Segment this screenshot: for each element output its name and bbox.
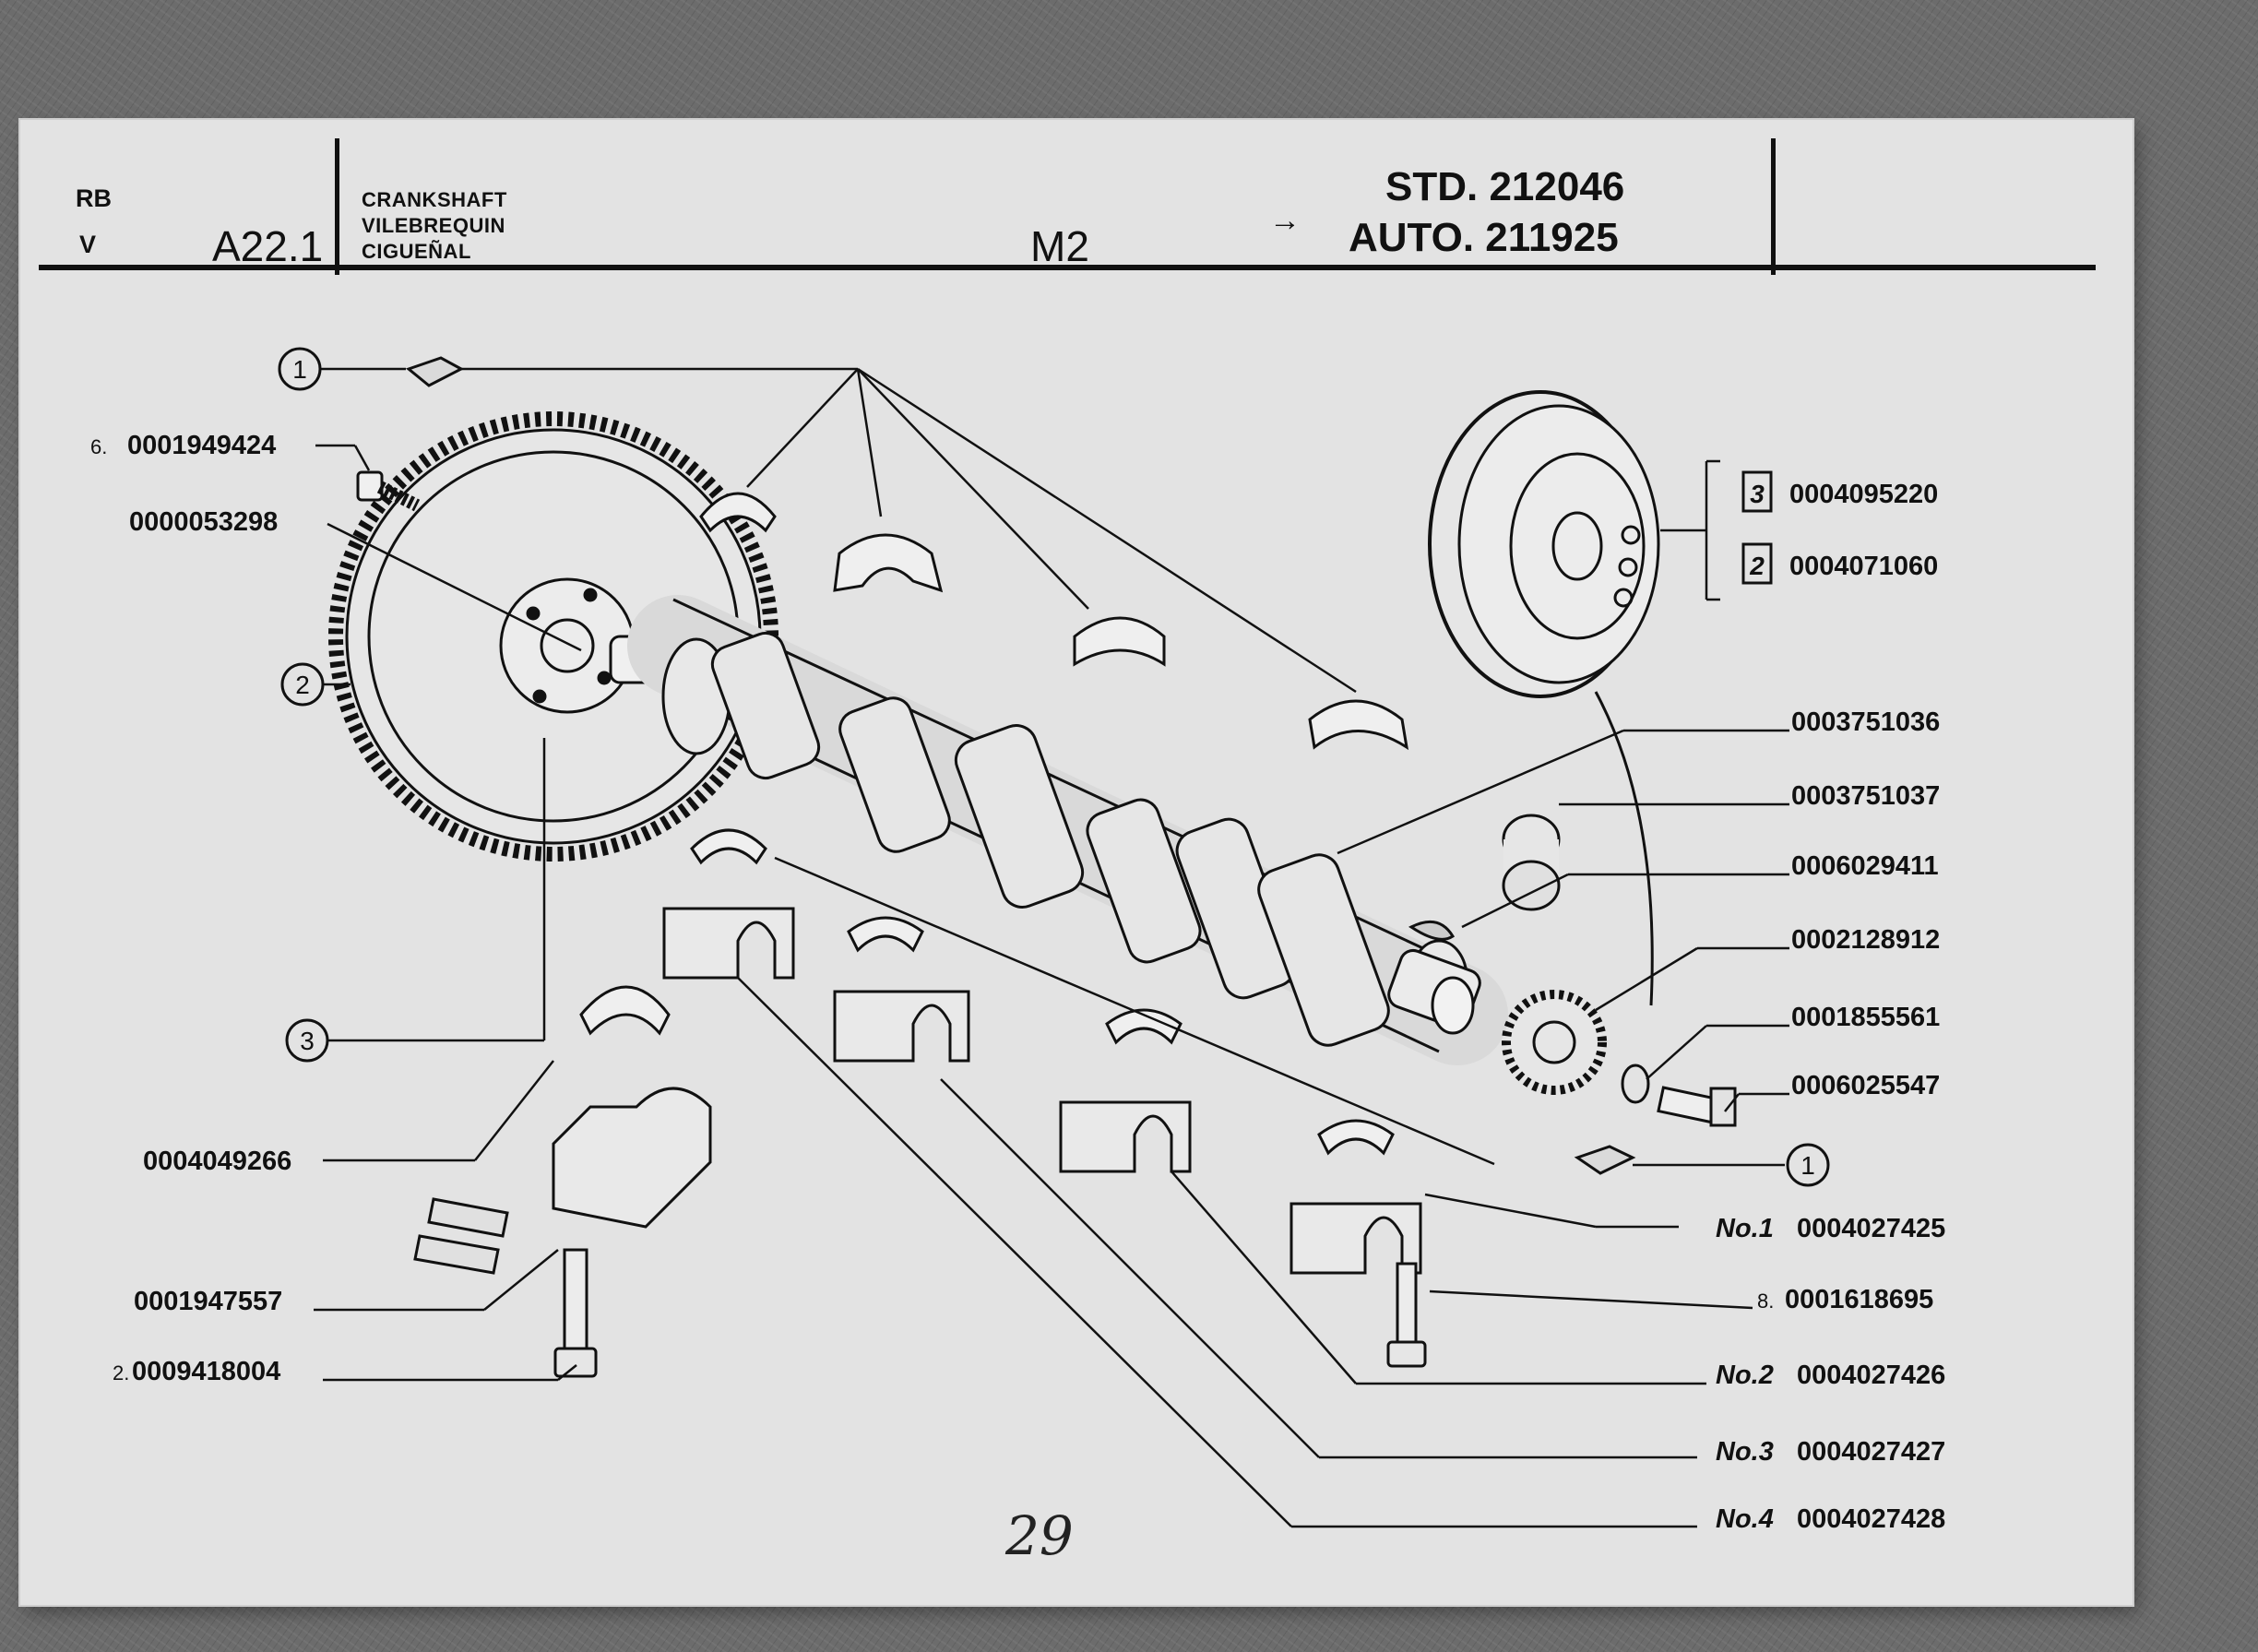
label-cap-bolt-8: 0001618695 <box>1785 1285 1933 1314</box>
page-number: 29 <box>1004 1504 1074 1567</box>
auto-serial: AUTO. 211925 <box>1349 215 1619 260</box>
pulley-variant-3-badge <box>1741 470 1773 513</box>
callout-1b-circle <box>1786 1143 1830 1187</box>
cap3-number: No.3 <box>1716 1437 1774 1467</box>
title-english: CRANKSHAFT <box>362 188 507 211</box>
label-main-cap-2: 0004027426 <box>1797 1361 1945 1390</box>
callout-2: 2 <box>295 671 310 699</box>
callout-3-circle <box>285 1018 329 1063</box>
label-pulley-bolt: 0006025547 <box>1791 1071 1940 1100</box>
label-pulley-variant-3: 0004095220 <box>1789 480 1938 509</box>
label-crankshaft: 0003751036 <box>1791 707 1940 737</box>
callout-3: 3 <box>300 1027 315 1055</box>
std-serial: STD. 212046 <box>1385 164 1625 209</box>
leader-lines <box>314 367 1789 1528</box>
bolt-qty: 6. <box>90 435 107 458</box>
main-bearing-caps <box>662 828 1422 1275</box>
section-code: A22.1 <box>212 222 324 270</box>
cap2-number: No.2 <box>1716 1361 1774 1390</box>
crankshaft-drawing <box>627 595 1508 1065</box>
label-plug: 0003751037 <box>1791 781 1940 811</box>
label-main-cap-4: 0004027428 <box>1797 1504 1945 1534</box>
label-pilot-bushing: 0000053298 <box>129 507 278 537</box>
title-french: VILEBREQUIN <box>362 214 505 237</box>
callout-1a: 1 <box>292 355 307 384</box>
header-code-line2: V <box>79 231 97 258</box>
flywheel-bolt-drawing <box>356 470 421 512</box>
cap1-number: No.1 <box>1716 1214 1774 1243</box>
header-rule <box>39 265 2096 270</box>
header-code-line1: RB <box>76 184 112 212</box>
header-divider-2 <box>1771 138 1776 275</box>
pulley-variant-2-mark: 2 <box>1749 552 1765 580</box>
callout-1b: 1 <box>1800 1151 1815 1180</box>
header-divider-1 <box>335 138 339 275</box>
label-timing-gear: 0002128912 <box>1791 925 1940 955</box>
small-parts-drawing <box>405 356 1737 1175</box>
cap-bolt-qty: 2. <box>113 1361 129 1385</box>
model-code: M2 <box>1030 222 1089 270</box>
drive-belt-line <box>1594 691 1654 1006</box>
label-dowel: 0001947557 <box>134 1287 282 1316</box>
label-thrust-washer: 0004049266 <box>143 1147 291 1176</box>
upper-bearing-shells <box>699 492 1409 751</box>
label-main-cap-1: 0004027425 <box>1797 1214 1945 1243</box>
title-spanish: CIGUEÑAL <box>362 240 471 263</box>
label-main-cap-3: 0004027427 <box>1797 1437 1945 1467</box>
cap4-number: No.4 <box>1716 1504 1774 1534</box>
arrow-icon: → <box>1269 203 1301 238</box>
callout-1a-circle <box>278 347 322 391</box>
pulley-variant-2-badge <box>1741 542 1773 585</box>
label-flywheel-bolt: 0001949424 <box>127 431 276 460</box>
callout-2-circle <box>280 662 325 707</box>
crankshaft-pulley-drawing <box>1428 390 1660 698</box>
label-cap-bolt: 0009418004 <box>132 1357 280 1386</box>
pulley-variant-3-mark: 3 <box>1750 480 1765 508</box>
label-washer: 0001855561 <box>1791 1003 1940 1032</box>
bolt8-qty: 8. <box>1757 1290 1774 1313</box>
label-woodruff-key: 0006029411 <box>1791 851 1939 881</box>
label-pulley-variant-2: 0004071060 <box>1789 552 1938 581</box>
rear-main-cap-drawing <box>413 985 1427 1378</box>
